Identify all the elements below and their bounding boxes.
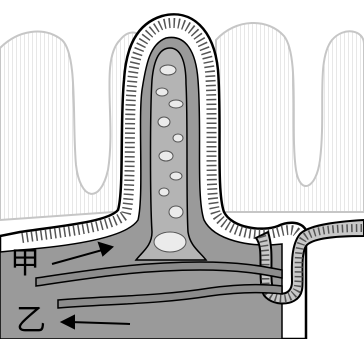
label-upper: 甲: [10, 249, 40, 279]
cell: [159, 188, 169, 196]
cell: [159, 151, 173, 161]
cell: [154, 232, 186, 252]
cell: [160, 65, 176, 75]
cell: [156, 88, 168, 96]
cell: [169, 100, 183, 108]
cell: [173, 134, 183, 142]
cell: [170, 172, 182, 180]
cell: [158, 117, 170, 127]
ghost-villus-right: [216, 23, 364, 212]
label-lower: 乙: [16, 306, 46, 336]
cell: [169, 206, 183, 218]
